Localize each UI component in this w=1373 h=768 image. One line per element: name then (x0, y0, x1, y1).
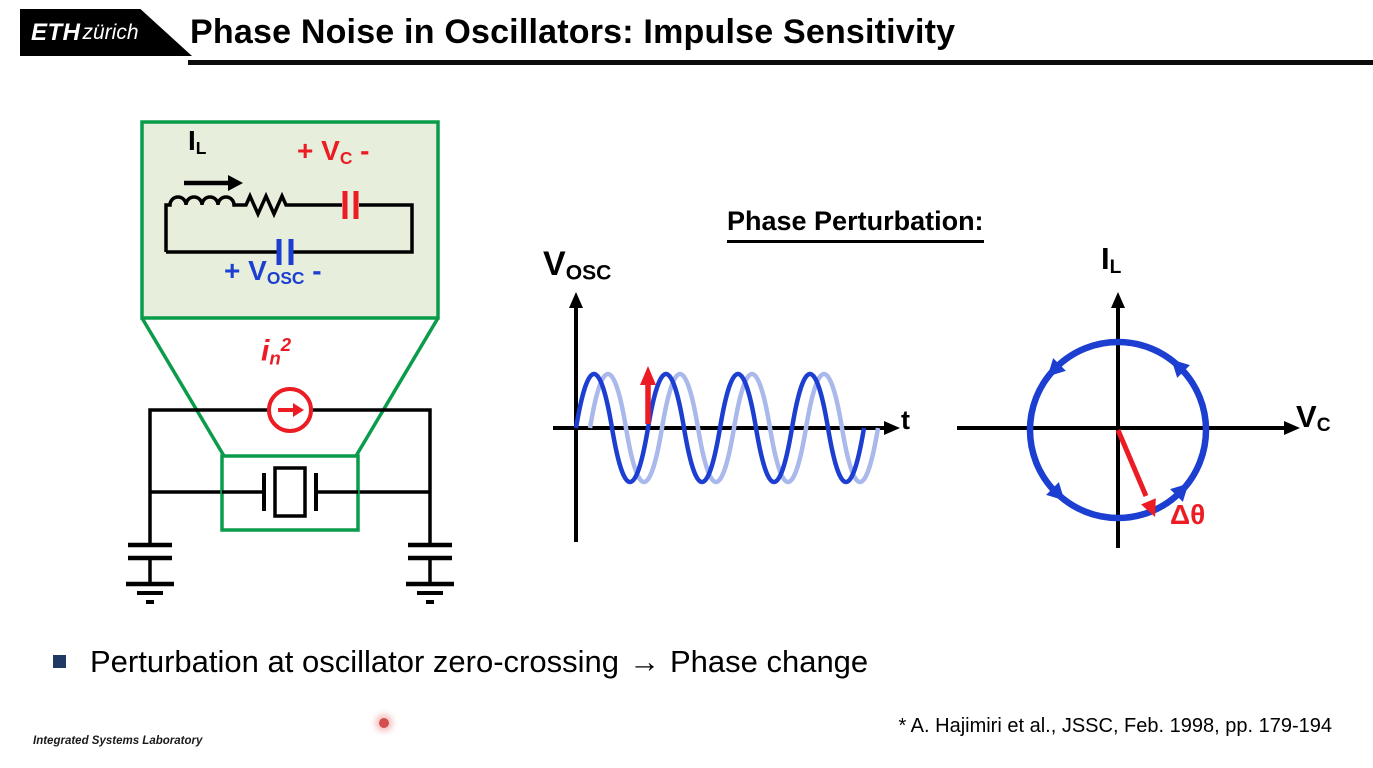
inset-box (140, 120, 440, 320)
oscillator-circuit (126, 408, 454, 604)
waveform-perturbed (573, 372, 867, 484)
delta-theta-label: Δθ (1170, 499, 1206, 530)
bullet-square-icon (53, 655, 66, 668)
vc-label: + VC - (297, 135, 370, 168)
lab-name: Integrated Systems Laboratory (33, 735, 203, 747)
eth-logo-city: zürich (82, 20, 139, 44)
bullet-text: Perturbation at oscillator zero-crossing… (90, 644, 869, 679)
right-arrow-glyph: → (628, 644, 660, 679)
right-branch (293, 203, 414, 254)
vosc-capacitor (276, 239, 294, 265)
inductor-current-label: IL (188, 125, 207, 158)
rlc-loop (164, 191, 414, 254)
laser-pointer-dot (379, 718, 389, 728)
zoom-callout-lines (140, 317, 440, 457)
waveform-plot (553, 292, 900, 542)
vc-capacitor (342, 191, 359, 219)
vosc-label: + VOSC - (224, 255, 322, 288)
limit-cycle-circle (1026, 338, 1210, 522)
crystal-resonator (220, 454, 360, 532)
inductor-resistor-branch (164, 191, 342, 252)
il-current-arrow (184, 175, 243, 191)
wave-y-axis-label: VOSC (543, 245, 612, 285)
rotation-arrows (1046, 358, 1190, 502)
impulse-arrow (640, 366, 656, 424)
slide-title: Phase Noise in Oscillators: Impulse Sens… (190, 13, 956, 51)
phase-change-arrow (1115, 429, 1156, 517)
cycle-x-axis-label: VC (1296, 399, 1331, 437)
title-underline (188, 60, 1373, 65)
eth-logo-text: ETH (31, 18, 81, 46)
reference-citation: * A. Hajimiri et al., JSSC, Feb. 1998, p… (898, 715, 1332, 737)
bullet-item: Perturbation at oscillator zero-crossing… (53, 644, 868, 680)
noise-current-label: in2 (261, 334, 292, 369)
phase-perturbation-heading: Phase Perturbation: (727, 208, 984, 243)
noise-current-source (267, 387, 313, 433)
wave-x-axis-label: t (901, 405, 910, 435)
cycle-y-axis-label: IL (1101, 241, 1122, 279)
limit-cycle-plot (957, 292, 1300, 548)
